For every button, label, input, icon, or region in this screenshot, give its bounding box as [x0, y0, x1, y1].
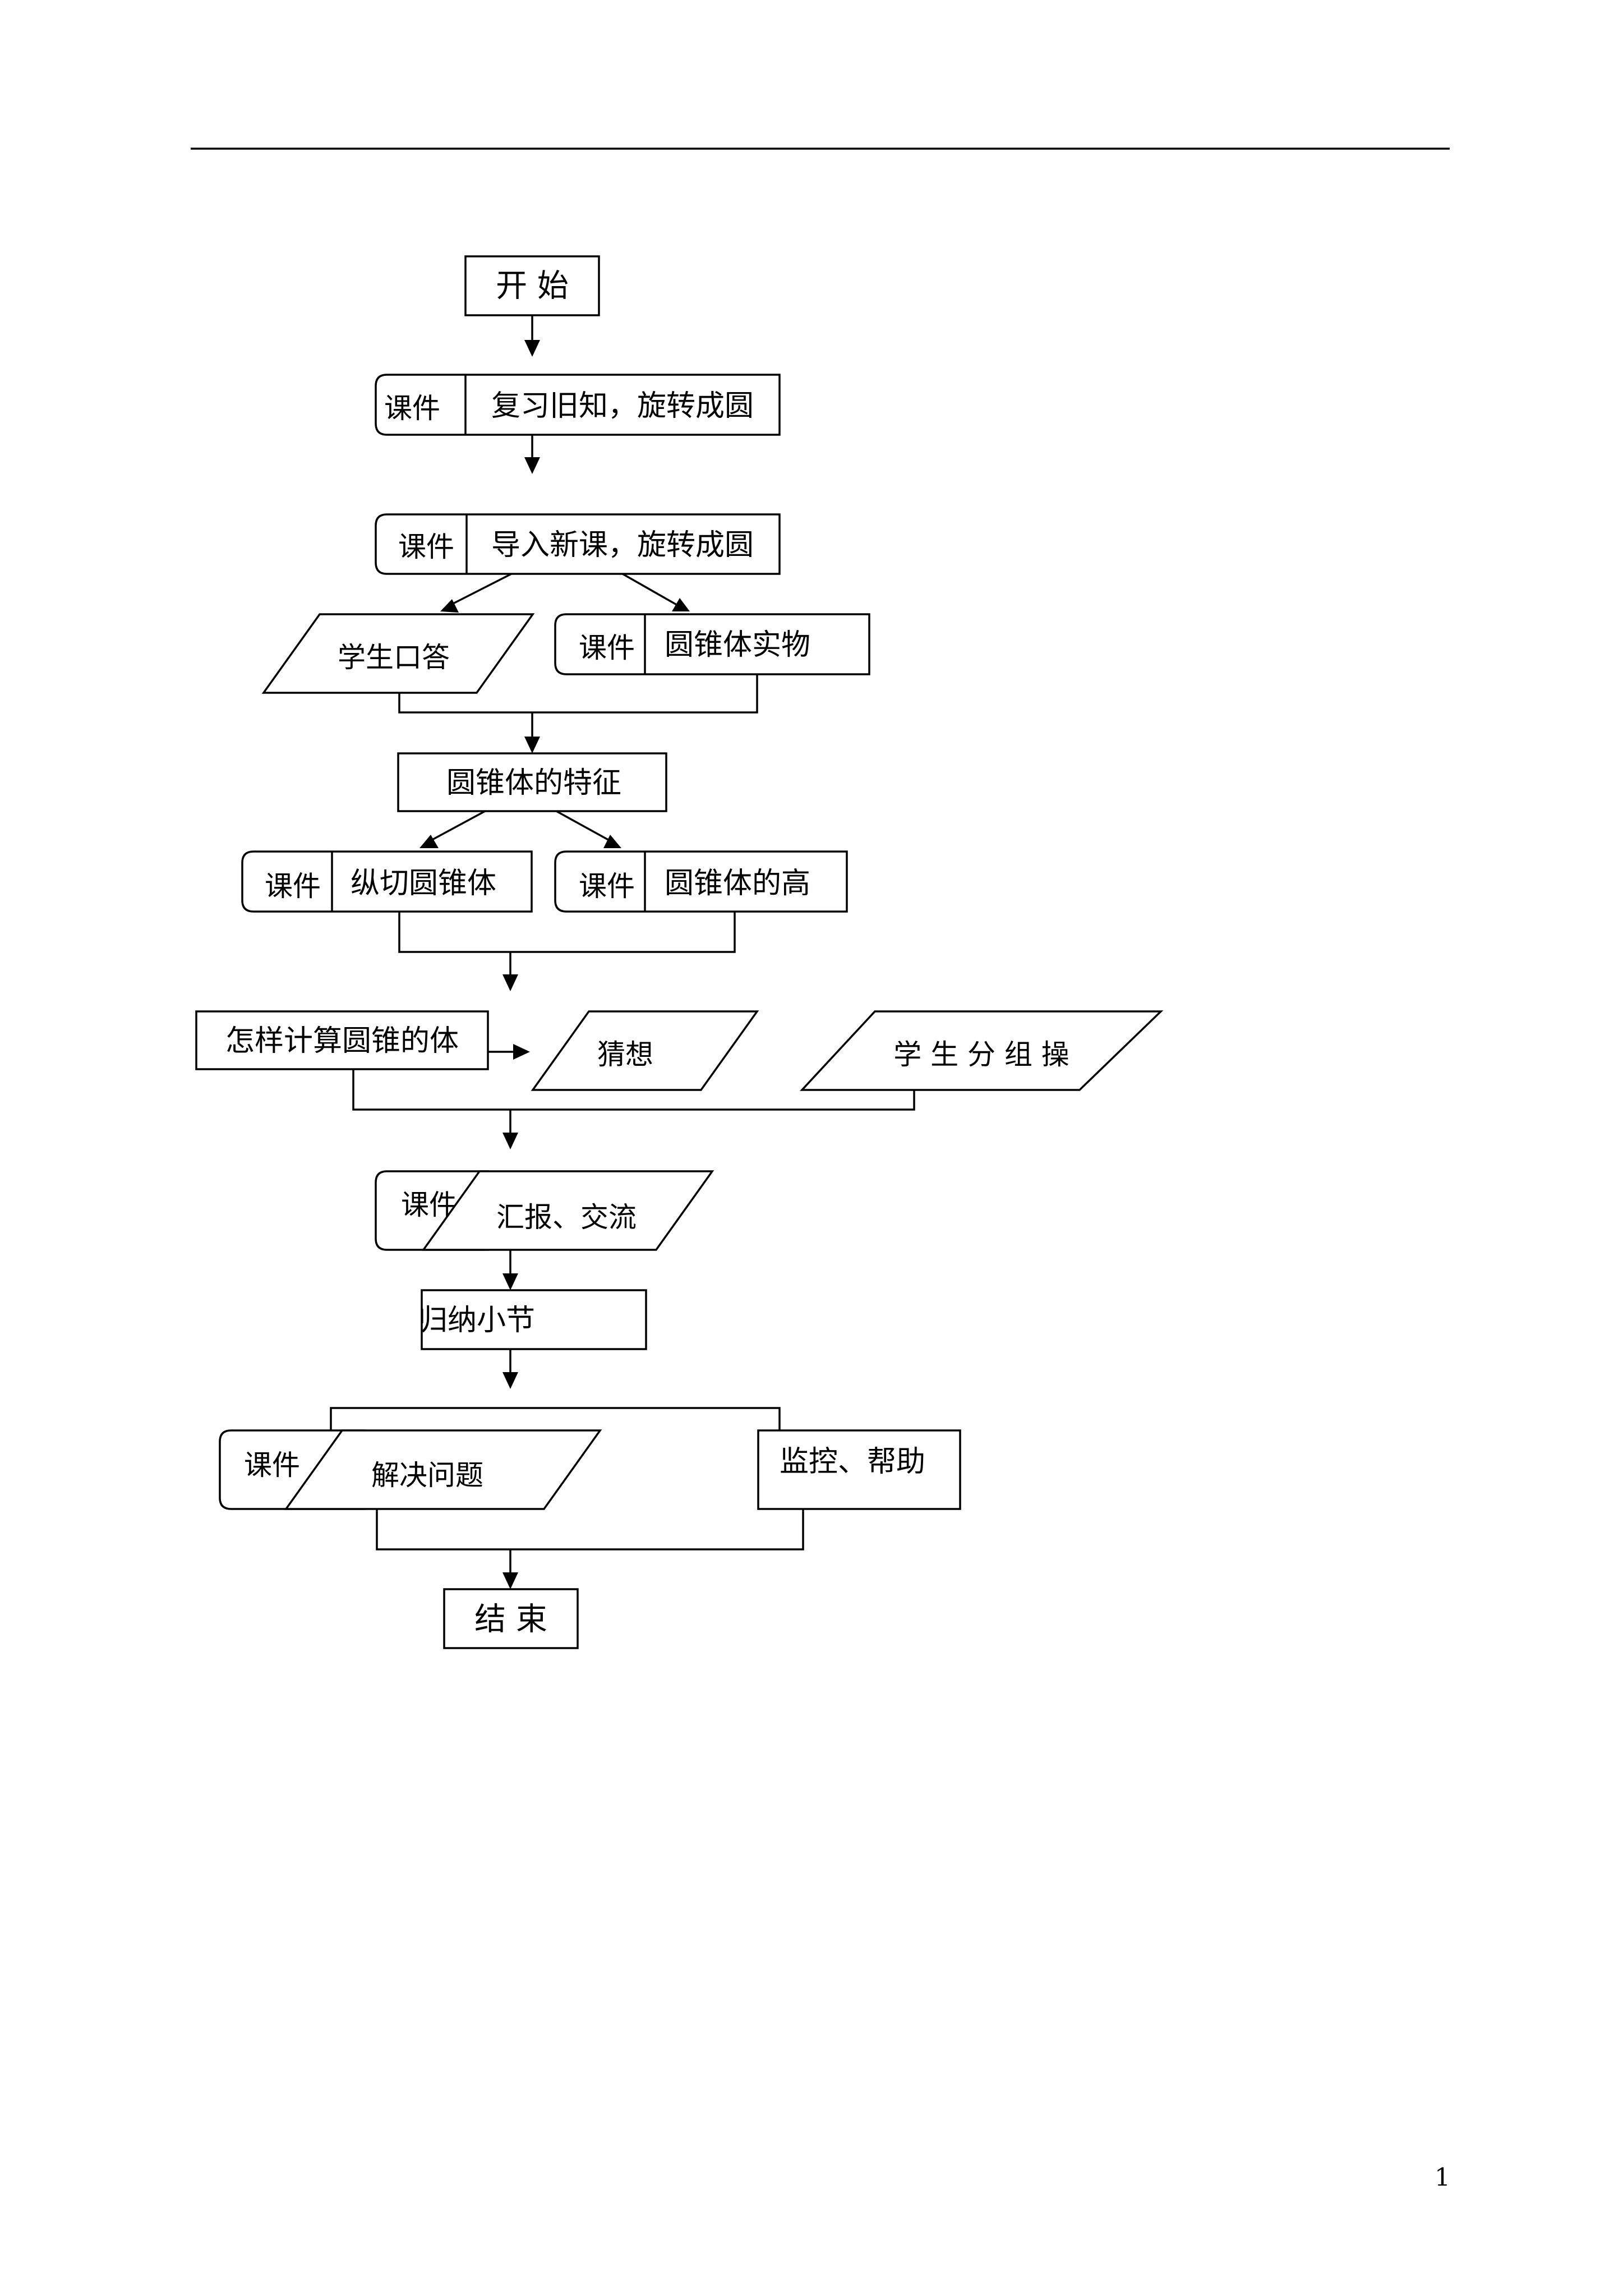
- monitor-box: [757, 1429, 961, 1510]
- cone-height-text: 圆锥体的高: [665, 867, 810, 900]
- page-number: 1: [1435, 2164, 1450, 2192]
- arrow-head: [603, 835, 621, 848]
- intro-box: [375, 513, 781, 575]
- arrow-head: [502, 974, 518, 991]
- merge-bracket: [352, 1069, 915, 1111]
- arrow-head: [502, 1273, 518, 1290]
- arrow-head: [440, 599, 459, 613]
- arrow-head: [672, 598, 690, 611]
- cone-slice-text: 纵切圆锥体: [351, 867, 496, 900]
- student-answer-box: [261, 613, 535, 694]
- arrow-head: [419, 835, 439, 848]
- cone-slice-tag: 课件: [265, 870, 321, 903]
- guess-label: 猜想: [597, 1038, 653, 1071]
- connector: [448, 573, 512, 607]
- arrow-head: [524, 457, 540, 474]
- how-to-calc-label: 怎样计算圆锥的体: [225, 1024, 459, 1058]
- merge-bracket: [398, 674, 758, 714]
- report-box: [421, 1170, 714, 1251]
- intro-tag: 课件: [398, 531, 454, 563]
- solve-box: [284, 1429, 602, 1510]
- connector: [428, 810, 486, 843]
- intro-text: 导入新课，旋转成圆: [491, 528, 754, 562]
- guess-box: [531, 1010, 759, 1091]
- monitor-label: 监控、帮助: [780, 1445, 925, 1479]
- summary-label: 归纳小节: [418, 1304, 535, 1337]
- review-text: 复习旧知，旋转成圆: [491, 389, 754, 423]
- arrow-head: [502, 1133, 518, 1149]
- connector: [556, 810, 612, 843]
- group-work-box: [799, 1010, 1164, 1091]
- merge-bracket: [376, 1509, 804, 1550]
- cone-height-box: [554, 850, 848, 913]
- how-to-calc-box: [195, 1010, 489, 1070]
- cone-features-box: [397, 752, 667, 812]
- solve-text: 解决问题: [371, 1459, 483, 1492]
- solve-tag: 课件: [244, 1449, 300, 1481]
- cone-object-box: [554, 613, 870, 675]
- cone-object-tag: 课件: [579, 632, 635, 664]
- cone-height-tag: 课件: [579, 870, 635, 903]
- arrow-head: [502, 1372, 518, 1389]
- merge-bracket: [398, 912, 736, 953]
- arrow-head: [524, 340, 540, 357]
- group-work-label: 学 生 分 组 操: [893, 1038, 1069, 1071]
- cone-object-text: 圆锥体实物: [665, 628, 810, 662]
- connector: [622, 573, 679, 607]
- arrow-head: [513, 1044, 530, 1060]
- end-label: 结 束: [474, 1602, 547, 1638]
- student-answer-label: 学生口答: [338, 641, 450, 674]
- summary-box: [421, 1289, 647, 1350]
- end-box: [443, 1588, 579, 1649]
- report-text: 汇报、交流: [496, 1201, 637, 1234]
- cone-features-label: 圆锥体的特征: [446, 766, 621, 800]
- cone-slice-box: [241, 850, 533, 913]
- review-tag: 课件: [384, 392, 440, 425]
- start-label: 开 始: [496, 268, 569, 305]
- arrow-head: [524, 737, 540, 753]
- review-box: [375, 374, 781, 436]
- arrow-head: [502, 1572, 518, 1589]
- split-bracket: [330, 1407, 781, 1430]
